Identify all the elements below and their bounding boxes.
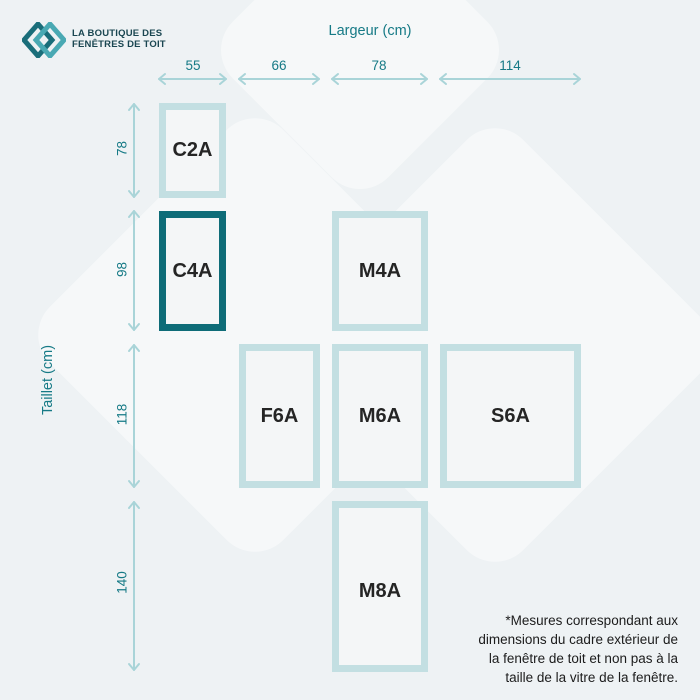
window-m8a[interactable]: M8A <box>332 501 428 672</box>
window-s6a[interactable]: S6A <box>440 344 581 488</box>
window-m4a[interactable]: M4A <box>332 211 428 331</box>
window-label: M4A <box>358 259 402 282</box>
brand-logo[interactable]: LA BOUTIQUE DES FENÊTRES DE TOIT <box>22 22 182 58</box>
window-label: S6A <box>491 404 530 427</box>
x-axis-title: Largeur (cm) <box>328 23 412 39</box>
brand-name: LA BOUTIQUE DES FENÊTRES DE TOIT <box>72 28 166 50</box>
diamond-logo-icon <box>22 22 66 58</box>
window-label: M6A <box>358 404 402 427</box>
footnote-line2: dimensions du cadre extérieur de <box>478 632 678 647</box>
x-tick-55: 55 <box>185 58 201 73</box>
window-c2a[interactable]: C2A <box>159 103 226 198</box>
window-label: C4A <box>172 259 213 282</box>
footnote-line3: la fenêtre de toit et non pas à la <box>488 651 678 666</box>
window-f6a[interactable]: F6A <box>239 344 320 488</box>
window-label: C2A <box>172 139 213 161</box>
footnote-line1: *Mesures correspondant aux <box>505 613 678 628</box>
x-tick-78: 78 <box>371 58 387 73</box>
footnote: *Mesures correspondant aux dimensions du… <box>438 611 678 687</box>
window-label: M8A <box>358 580 402 602</box>
footnote-line4: taille de la vitre de la fenêtre. <box>505 670 678 685</box>
brand-name-line1: LA BOUTIQUE DES <box>72 28 163 39</box>
x-tick-114: 114 <box>499 58 521 73</box>
brand-name-line2: FENÊTRES DE TOIT <box>72 39 166 50</box>
window-c4a[interactable]: C4A <box>159 211 226 331</box>
window-m6a[interactable]: M6A <box>332 344 428 488</box>
x-tick-66: 66 <box>271 58 287 73</box>
window-label: F6A <box>260 404 299 427</box>
